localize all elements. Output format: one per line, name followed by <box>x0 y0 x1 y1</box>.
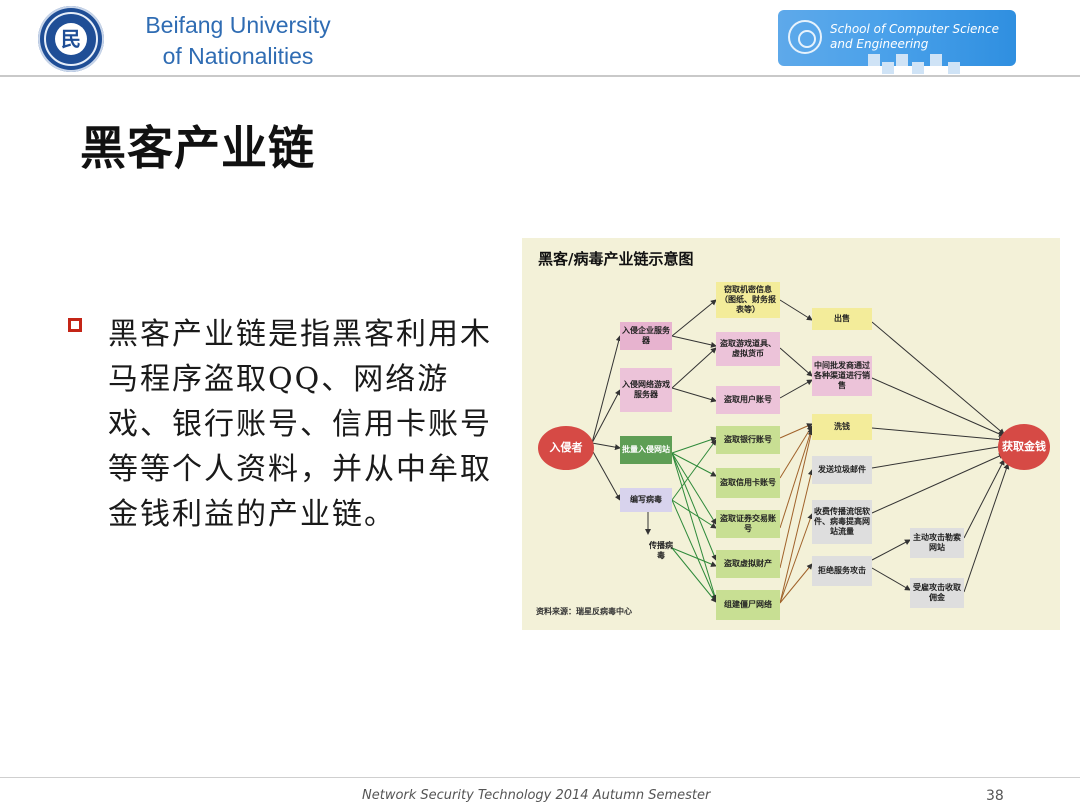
bullet-text: 黑客产业链是指黑客利用木马程序盗取QQ、网络游戏、银行账号、信用卡账号等等个人资… <box>108 317 492 532</box>
diagram-arrows <box>591 299 1010 604</box>
school-name-line2: and Engineering <box>830 37 929 51</box>
logo-ring <box>44 12 98 66</box>
entry-node: 编写病毒 <box>620 488 672 512</box>
school-name-line1: School of Computer Science <box>830 22 1000 36</box>
monetize-node: 拒绝服务攻击 <box>812 556 872 586</box>
logo-glyph: 民 <box>55 23 87 55</box>
header-divider <box>0 75 1080 77</box>
steal-node: 组建僵尸网络 <box>716 590 780 620</box>
steal-node: 盗取游戏道具、虚拟货币 <box>716 332 780 366</box>
course-footer: Network Security Technology 2014 Autumn … <box>362 788 711 803</box>
school-emblem-icon <box>788 20 822 54</box>
monetize-node: 出售 <box>812 308 872 330</box>
monetize-node: 发送垃圾邮件 <box>812 456 872 484</box>
attack-node: 受雇攻击收取佣金 <box>910 578 964 608</box>
steal-node: 窃取机密信息（图纸、财务报表等） <box>716 282 780 318</box>
monetize-node: 收费传播流氓软件、病毒提高网站流量 <box>812 500 872 544</box>
school-name: School of Computer Science and Engineeri… <box>830 22 999 52</box>
page-number: 38 <box>986 788 1004 804</box>
footer-divider <box>0 777 1080 778</box>
diagram-source: 资料来源：瑞星反病毒中心 <box>536 607 632 616</box>
decorative-squares <box>868 54 988 76</box>
money-node: 获取金钱 <box>998 424 1050 470</box>
hacker-chain-diagram: 黑客/病毒产业链示意图 入侵者 获取金钱 入侵企业服务器 入侵网络游戏服务器 批… <box>522 238 1060 630</box>
attack-node: 主动攻击勒索网站 <box>910 528 964 558</box>
entry-node: 批量入侵网站 <box>620 436 672 464</box>
slide-title: 黑客产业链 <box>80 121 315 175</box>
bullet-square-icon <box>68 318 82 332</box>
invader-node: 入侵者 <box>538 426 594 470</box>
entry-node: 传播病毒 <box>649 541 673 560</box>
university-logo: 民 <box>38 6 104 72</box>
steal-node: 盗取用户账号 <box>716 386 780 414</box>
university-name-line2: of Nationalities <box>162 43 314 69</box>
steal-node: 盗取证券交易账号 <box>716 510 780 538</box>
monetize-node: 中间批发商通过各种渠道进行销售 <box>812 356 872 396</box>
university-name-line1: Beifang University <box>145 12 331 38</box>
entry-node: 入侵企业服务器 <box>620 322 672 350</box>
diagram-title: 黑客/病毒产业链示意图 <box>538 250 694 268</box>
steal-node: 盗取虚拟财产 <box>716 550 780 578</box>
university-name: Beifang University of Nationalities <box>118 10 358 72</box>
steal-node: 盗取信用卡账号 <box>716 468 780 498</box>
entry-node: 入侵网络游戏服务器 <box>620 368 672 412</box>
steal-node: 盗取银行账号 <box>716 426 780 454</box>
monetize-node: 洗钱 <box>812 414 872 440</box>
